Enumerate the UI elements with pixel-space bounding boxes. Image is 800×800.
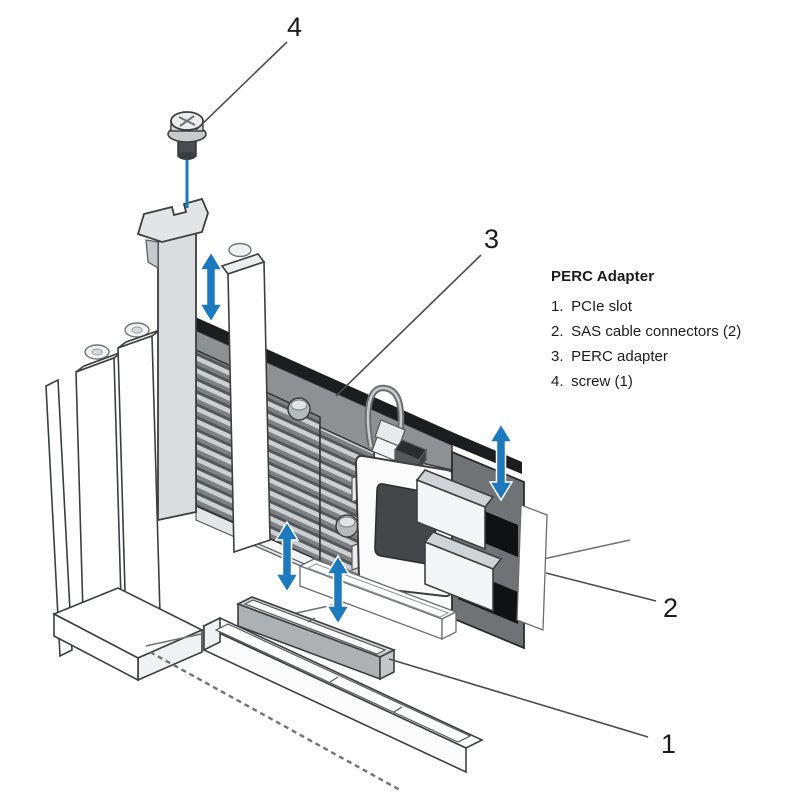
legend-item-number: 2.	[551, 323, 564, 340]
chassis-base	[52, 587, 204, 682]
perc-bracket	[136, 197, 209, 522]
legend-item: 1. PCIe slot	[551, 294, 741, 319]
legend-item-label: PCIe slot	[571, 298, 633, 315]
heatsink-standoff	[287, 397, 311, 421]
up-down-arrow-icon	[274, 520, 300, 594]
heatsink-standoff	[335, 514, 359, 538]
legend: PERC Adapter 1. PCIe slot 2. SAS cable c…	[551, 268, 741, 394]
slot-cover	[75, 344, 123, 650]
callout-leader-2	[545, 572, 657, 602]
board-edge-hatch	[149, 650, 401, 792]
up-down-arrow-icon	[488, 422, 514, 502]
callout-number-3: 3	[484, 224, 499, 254]
slot-cover	[220, 242, 271, 554]
callout-leader-1	[388, 658, 649, 738]
legend-item: 4. screw (1)	[551, 369, 741, 394]
legend-item: 3. PERC adapter	[551, 344, 741, 369]
callout-number-2: 2	[663, 593, 678, 623]
pcie-slot-front	[202, 616, 484, 774]
pcie-slot-target	[235, 596, 397, 681]
chassis-rear-panel	[45, 322, 204, 682]
callout-number-4: 4	[287, 12, 302, 42]
legend-item-number: 1.	[551, 298, 564, 315]
legend-title: PERC Adapter	[551, 268, 655, 285]
connector-plate-outline	[516, 504, 548, 631]
legend-item: 2. SAS cable connectors (2)	[551, 319, 741, 344]
sas-cable-connector	[415, 469, 495, 551]
legend-item-label: SAS cable connectors (2)	[571, 323, 742, 340]
callouts: 4 3 2 1	[195, 12, 678, 759]
legend-item-label: PERC adapter	[571, 348, 668, 365]
pcie-slots	[202, 558, 484, 774]
callout-number-1: 1	[661, 729, 676, 759]
up-down-arrow-icon	[198, 250, 224, 324]
bracket-top-flange	[136, 197, 209, 243]
slot-cover	[117, 322, 161, 628]
sas-cable-connector	[423, 531, 503, 613]
legend-item-number: 4.	[551, 373, 564, 390]
legend-item-number: 3.	[551, 348, 564, 365]
bracket-body	[157, 230, 197, 522]
callout-leader-4	[195, 41, 288, 131]
legend-item-label: screw (1)	[571, 373, 633, 390]
motion-arrows	[198, 250, 514, 626]
callout-leader-3	[335, 254, 482, 397]
up-down-arrow-icon	[325, 554, 351, 626]
battery-cable-loop	[364, 384, 406, 462]
thumbscrew-icon	[228, 242, 252, 258]
